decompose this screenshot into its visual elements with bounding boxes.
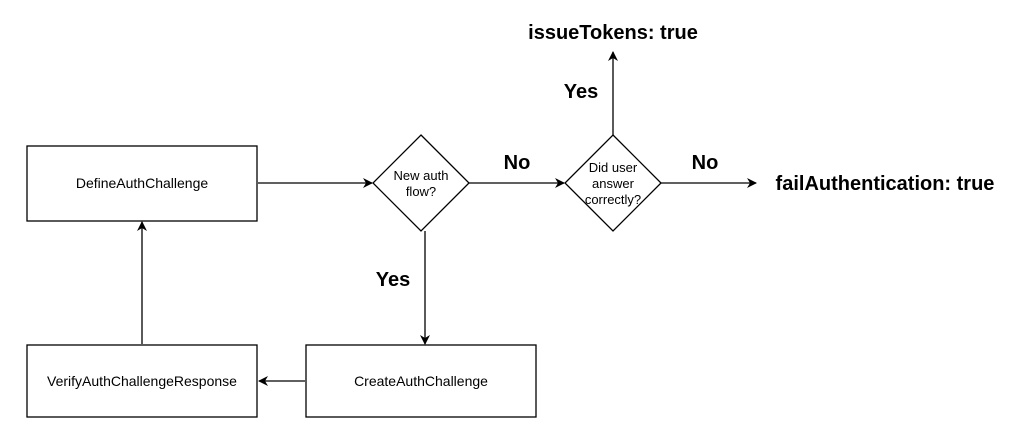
process-define-auth-challenge: DefineAuthChallenge	[26, 145, 258, 222]
fail-authentication-label: failAuthentication: true	[776, 173, 995, 195]
process-verify-auth-challenge-response: VerifyAuthChallengeResponse	[26, 344, 258, 418]
decision-diamond	[372, 134, 470, 232]
process-box	[26, 145, 258, 222]
decision-new-auth-flow: New auth flow?	[372, 134, 470, 232]
issue-tokens-label: issueTokens: true	[528, 22, 698, 44]
did-answer-line-2: answer	[592, 176, 635, 191]
process-box	[305, 344, 537, 418]
did-answer-line-3: correctly?	[585, 192, 641, 207]
decision-diamond	[564, 134, 662, 232]
new-auth-flow-line-1: New auth	[394, 168, 449, 183]
new-auth-flow-line-2: flow?	[406, 184, 436, 199]
define-auth-challenge-label: DefineAuthChallenge	[76, 175, 209, 191]
did-answer-no-label: No	[692, 152, 719, 174]
create-auth-challenge-label: CreateAuthChallenge	[354, 373, 488, 389]
edges	[137, 51, 757, 386]
new-flow-yes-label: Yes	[376, 269, 410, 291]
new-flow-no-label: No	[504, 152, 531, 174]
verify-auth-challenge-response-label: VerifyAuthChallengeResponse	[47, 373, 237, 389]
process-create-auth-challenge: CreateAuthChallenge	[305, 344, 537, 418]
process-box	[26, 344, 258, 418]
decision-did-user-answer-correctly: Did user answer correctly?	[564, 134, 662, 232]
did-answer-line-1: Did user	[589, 160, 638, 175]
did-answer-yes-label: Yes	[564, 81, 598, 103]
